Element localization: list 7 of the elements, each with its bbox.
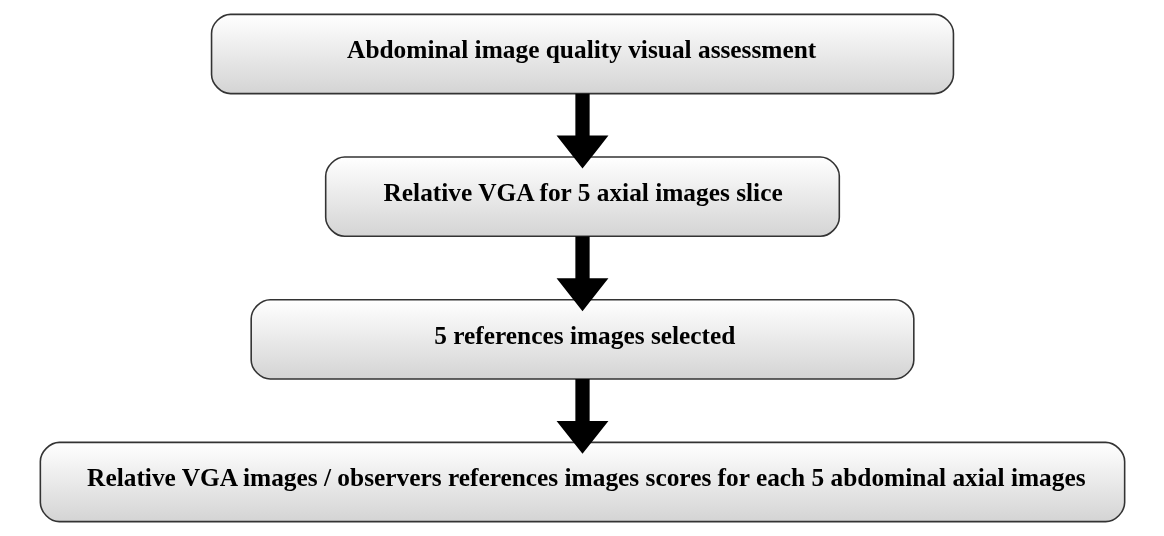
- node-box: Relative VGA images / observers references images scores for each 5 abdominal axial images: [39, 441, 1125, 523]
- arrow: [556, 93, 608, 169]
- node-box: 5 references images selected: [249, 298, 915, 380]
- arrow: [556, 236, 608, 312]
- arrow: [556, 379, 608, 454]
- node-box: Relative VGA for 5 axial images slice: [324, 156, 840, 238]
- node-box: Abdominal image quality visual assessment: [210, 13, 954, 95]
